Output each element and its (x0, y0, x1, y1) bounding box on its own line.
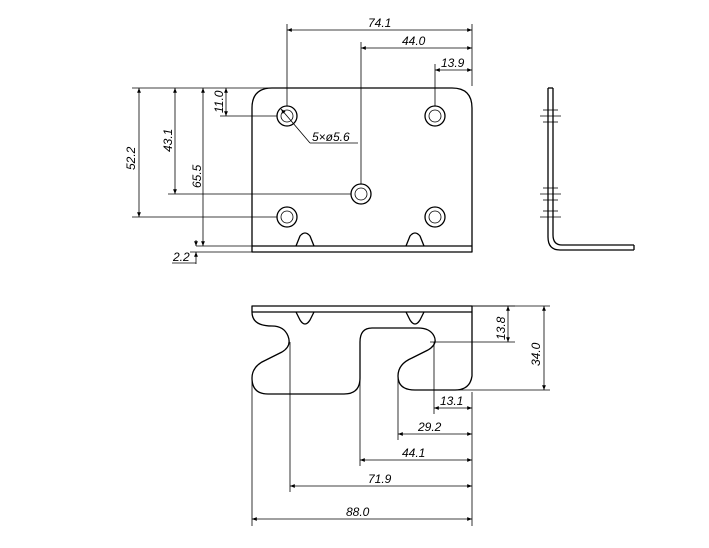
hole-bottom-right (424, 206, 446, 228)
dimension-29-2: 29.2 (397, 376, 473, 440)
flat-pattern (251, 305, 473, 395)
dim-label-13-1: 13.1 (440, 394, 463, 408)
dim-label-11-0: 11.0 (212, 90, 226, 113)
hole-callout-label: 5×ø5.6 (312, 130, 350, 144)
dim-label-74-1: 74.1 (368, 16, 391, 30)
dim-label-13-8: 13.8 (494, 316, 508, 340)
front-view-plate (251, 87, 473, 253)
dim-label-88-0: 88.0 (346, 505, 370, 519)
dim-label-52-2: 52.2 (124, 146, 138, 170)
dimension-2-2: 2.2 (172, 240, 252, 264)
dimension-13-1: 13.1 (433, 342, 473, 414)
hole-callout: 5×ø5.6 (280, 108, 358, 144)
dimension-11-0: 11.0 (212, 88, 277, 117)
hole-bottom-left (276, 206, 298, 228)
hole-center (350, 183, 372, 205)
dimension-34-0: 34.0 (455, 305, 550, 391)
dimension-65-5: 65.5 (190, 88, 252, 247)
dimension-44-0: 44.0 (360, 34, 472, 184)
hole-top-right (424, 105, 446, 127)
flat-outline (251, 305, 473, 395)
dim-label-34-0: 34.0 (529, 342, 543, 366)
dimension-44-1: 44.1 (359, 378, 473, 466)
tab-right (405, 232, 425, 247)
dimension-74-1: 74.1 (286, 16, 473, 106)
dimension-13-9: 13.9 (434, 56, 472, 106)
tab-left (295, 232, 315, 247)
side-view-bracket (540, 87, 635, 251)
dim-label-43-1: 43.1 (161, 129, 175, 152)
dim-label-44-0: 44.0 (402, 34, 426, 48)
dim-label-71-9: 71.9 (368, 472, 392, 486)
dim-label-44-1: 44.1 (402, 446, 425, 460)
dim-label-29-2: 29.2 (417, 420, 442, 434)
dimension-71-9: 71.9 (289, 342, 473, 492)
plate-outline (251, 87, 473, 253)
dimension-88-0: 88.0 (251, 378, 473, 526)
dim-label-65-5: 65.5 (190, 164, 204, 188)
dimension-43-1: 43.1 (161, 88, 351, 195)
dim-label-2-2: 2.2 (172, 250, 190, 264)
dim-label-13-9: 13.9 (441, 56, 465, 70)
dimension-52-2: 52.2 (124, 87, 277, 218)
